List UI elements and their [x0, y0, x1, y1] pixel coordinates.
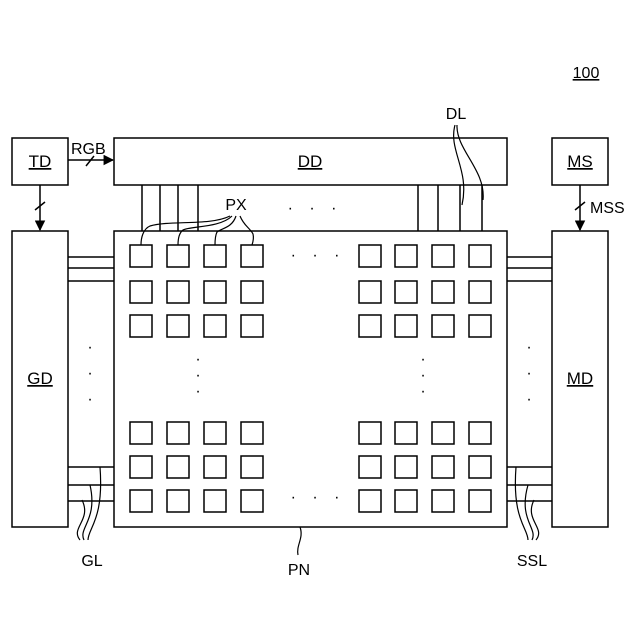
svg-text:·: ·: [87, 391, 92, 408]
svg-text:·: ·: [195, 351, 200, 368]
svg-text:·: ·: [420, 351, 425, 368]
ms-label: MS: [567, 152, 593, 171]
svg-text:·: ·: [526, 365, 531, 382]
ssl-leader: [515, 467, 538, 540]
ellipsis-bottom-row: · · ·: [291, 489, 346, 506]
dd-label: DD: [298, 152, 323, 171]
rgb-label: RGB: [71, 141, 106, 158]
pn-label: PN: [288, 562, 310, 579]
figure-ref-number: 100: [573, 65, 600, 82]
svg-text:·: ·: [195, 367, 200, 384]
px-label: PX: [225, 197, 247, 214]
gd-label: GD: [27, 369, 53, 388]
svg-text:·: ·: [526, 391, 531, 408]
ellipsis-data-lines: · · ·: [288, 200, 343, 217]
pn-leader: [298, 527, 301, 555]
svg-text:·: ·: [420, 367, 425, 384]
gl-label: GL: [81, 553, 102, 570]
svg-text:·: ·: [420, 383, 425, 400]
pixel-grid: [130, 245, 491, 512]
panel-block: [114, 231, 507, 527]
svg-text:·: ·: [526, 339, 531, 356]
dl-leader-2: [457, 125, 483, 200]
svg-text:·: ·: [87, 365, 92, 382]
ssl-label: SSL: [517, 553, 547, 570]
vertical-ellipses: · · · · · · · · · · · ·: [87, 339, 531, 408]
gl-leader: [77, 467, 100, 540]
mss-label: MSS: [590, 200, 625, 217]
ellipsis-top-row: · · ·: [291, 247, 346, 264]
svg-text:·: ·: [195, 383, 200, 400]
dl-label: DL: [446, 106, 467, 123]
md-label: MD: [567, 369, 593, 388]
svg-text:·: ·: [87, 339, 92, 356]
td-label: TD: [29, 152, 52, 171]
